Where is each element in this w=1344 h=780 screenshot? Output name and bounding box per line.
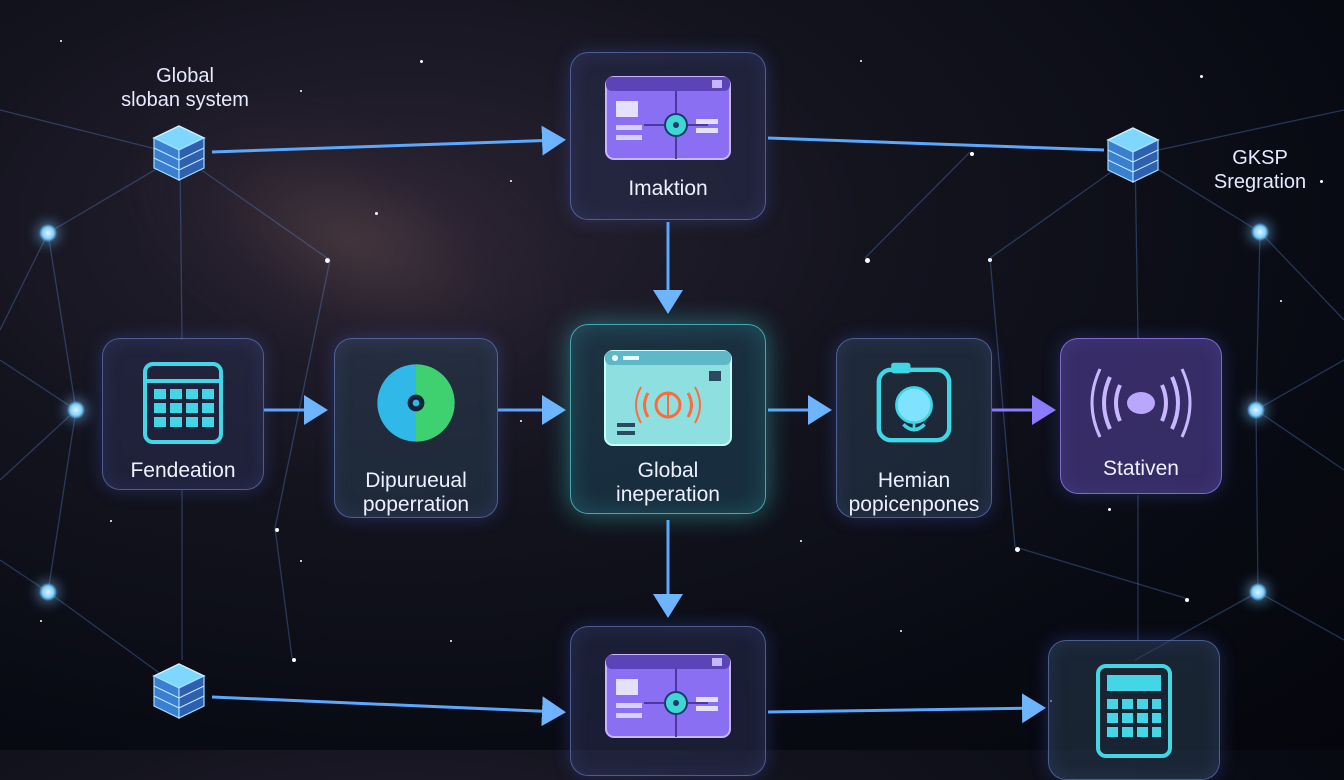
network-node-dot (39, 583, 57, 601)
label-global-system: Global sloban system (95, 64, 275, 112)
node-bottom-app[interactable] (570, 626, 766, 776)
node-label: popicenpones (848, 493, 980, 516)
app-window-icon (605, 654, 731, 738)
node-label: Global (637, 459, 699, 482)
label-gksp: GKSP Sregration (1190, 146, 1330, 194)
calculator-grid-icon (1096, 664, 1172, 758)
label-line: GKSP (1232, 147, 1288, 169)
broadcast-signal-icon (1090, 368, 1192, 438)
node-imaktion[interactable]: Imaktion (570, 52, 766, 220)
node-bottom-calculator[interactable] (1048, 640, 1220, 780)
node-hemian[interactable]: Hemian popicenpones (836, 338, 992, 518)
label-line: Global (156, 65, 214, 87)
label-line: Sregration (1213, 171, 1307, 193)
network-node-dot (1247, 401, 1265, 419)
database-cube-icon (152, 125, 206, 181)
node-global-ineperation[interactable]: Global ineperation (570, 324, 766, 514)
app-window-icon (605, 76, 731, 160)
database-cube-icon (152, 663, 206, 719)
calendar-grid-icon (143, 362, 223, 444)
node-fendeation[interactable]: Fendeation (102, 338, 264, 490)
node-label: Dipurueual (365, 469, 467, 492)
starfield (0, 0, 1344, 750)
signal-window-icon (604, 350, 732, 446)
database-cube-icon (1106, 127, 1160, 183)
node-label: Hemian (877, 469, 951, 492)
node-label: poperration (362, 493, 470, 516)
network-node-dot (1249, 583, 1267, 601)
network-node-dot (67, 401, 85, 419)
node-label: Imaktion (628, 177, 708, 200)
label-line: sloban system (121, 89, 249, 111)
node-dipurueual[interactable]: Dipurueual poperration (334, 338, 498, 518)
node-label: Fendeation (130, 459, 236, 482)
pie-disc-icon (377, 364, 455, 442)
node-stativen[interactable]: Stativen (1060, 338, 1222, 494)
connection-lines (0, 109, 1344, 727)
network-node-dot (1251, 223, 1269, 241)
camera-balloon-icon (876, 362, 952, 443)
network-node-dot (39, 224, 57, 242)
node-label: ineperation (616, 483, 720, 506)
node-label: Stativen (1103, 457, 1179, 480)
